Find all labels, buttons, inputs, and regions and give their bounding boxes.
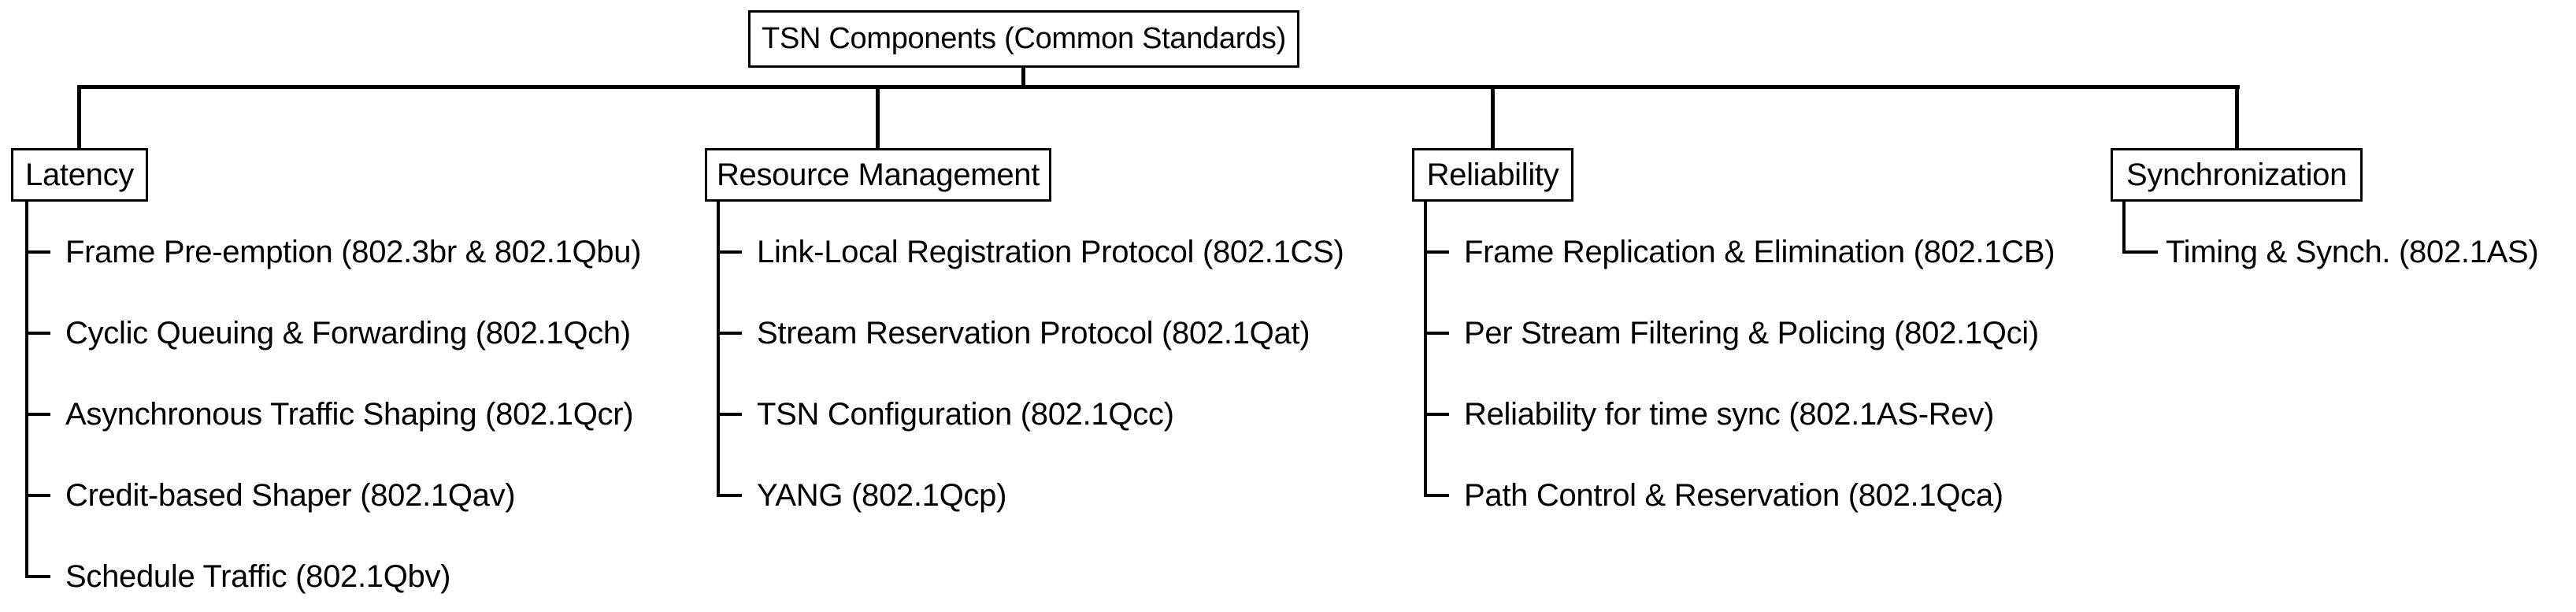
connector-drop-resource-management: [876, 87, 880, 148]
connector-tick: [2122, 250, 2158, 254]
connector-tick: [717, 494, 742, 497]
tree-item-label: Frame Replication & Elimination (802.1CB…: [1464, 235, 2055, 269]
connector-drop-synchronization: [2235, 87, 2239, 148]
connector-tick: [25, 575, 50, 578]
category-box-latency: Latency: [11, 148, 148, 202]
connector-tick: [1424, 494, 1449, 497]
category-label-synchronization: Synchronization: [2126, 157, 2348, 192]
category-box-resource-management: Resource Management: [705, 148, 1051, 202]
connector-rail: [77, 85, 2240, 89]
connector-trunk-synchronization: [2122, 201, 2126, 254]
connector-tick: [717, 413, 742, 416]
tree-item-label: Asynchronous Traffic Shaping (802.1Qcr): [65, 397, 634, 432]
connector-tick: [25, 332, 50, 335]
tree-item-label: Per Stream Filtering & Policing (802.1Qc…: [1464, 316, 2039, 351]
tree-item-label: Timing & Synch. (802.1AS): [2166, 235, 2539, 269]
category-box-reliability: Reliability: [1412, 148, 1573, 202]
root-label: TSN Components (Common Standards): [762, 22, 1286, 55]
connector-tick: [717, 250, 742, 254]
connector-tick: [25, 250, 50, 254]
tree-item-label: Path Control & Reservation (802.1Qca): [1464, 478, 2003, 513]
connector-tick: [25, 494, 50, 497]
connector-tick: [1424, 250, 1449, 254]
tree-item-label: Link-Local Registration Protocol (802.1C…: [757, 235, 1344, 269]
tree-item-label: Stream Reservation Protocol (802.1Qat): [757, 316, 1310, 351]
tree-item-label: Schedule Traffic (802.1Qbv): [65, 559, 451, 594]
connector-tick: [1424, 413, 1449, 416]
category-label-reliability: Reliability: [1426, 157, 1559, 192]
connector-drop-reliability: [1491, 87, 1495, 148]
root-box: TSN Components (Common Standards): [748, 10, 1299, 68]
connector-tick: [25, 413, 50, 416]
tree-item-label: Cyclic Queuing & Forwarding (802.1Qch): [65, 316, 631, 351]
connector-trunk-resource-management: [717, 201, 720, 497]
connector-trunk-reliability: [1424, 201, 1427, 497]
tree-item-label: TSN Configuration (802.1Qcc): [757, 397, 1174, 432]
tree-item-label: Frame Pre-emption (802.3br & 802.1Qbu): [65, 235, 642, 269]
tree-item-label: Credit-based Shaper (802.1Qav): [65, 478, 516, 513]
connector-drop-latency: [77, 87, 81, 148]
category-label-latency: Latency: [25, 157, 134, 192]
tree-item-label: YANG (802.1Qcp): [757, 478, 1007, 513]
connector-tick: [1424, 332, 1449, 335]
connector-tick: [717, 332, 742, 335]
connector-root-stub: [1021, 66, 1025, 87]
category-label-resource-management: Resource Management: [716, 157, 1040, 192]
category-box-synchronization: Synchronization: [2111, 148, 2363, 202]
tree-item-label: Reliability for time sync (802.1AS-Rev): [1464, 397, 1994, 432]
connector-trunk-latency: [25, 201, 28, 578]
